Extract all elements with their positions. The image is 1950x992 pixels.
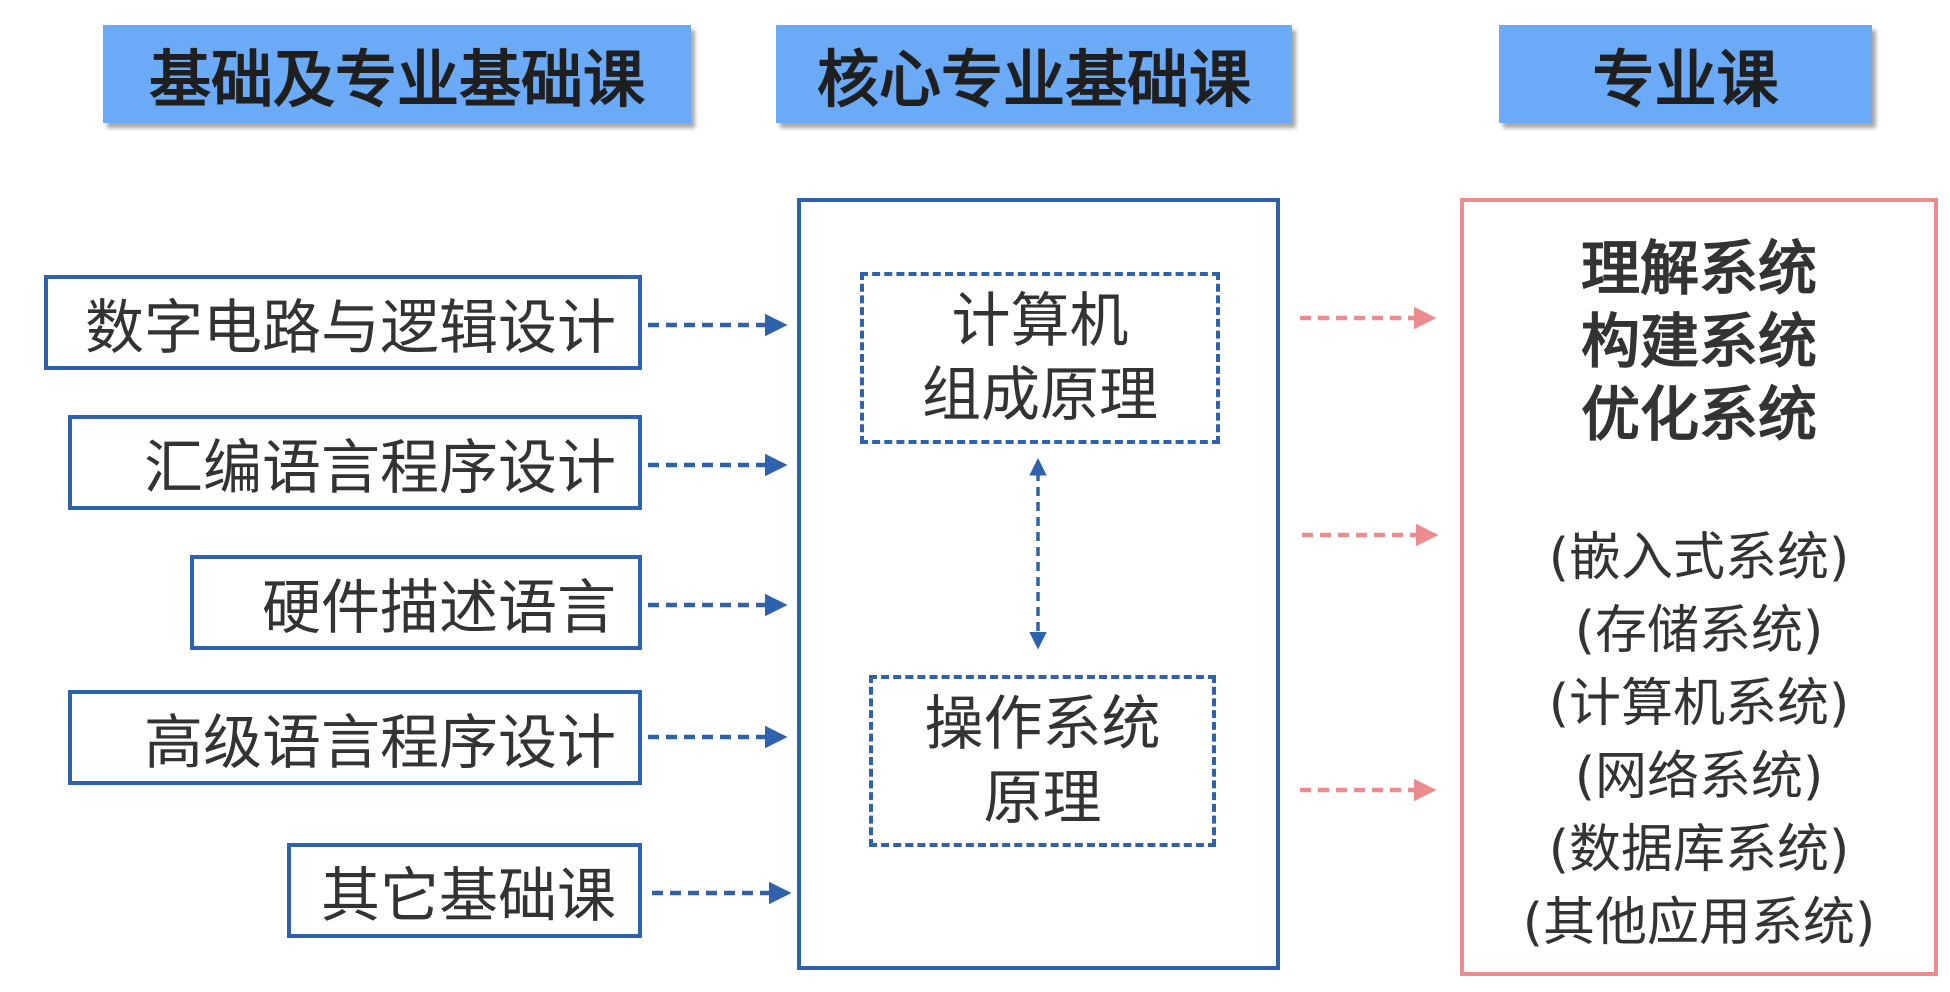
- app-database: (数据库系统): [1548, 820, 1850, 880]
- app-embedded: (嵌入式系统): [1548, 528, 1850, 588]
- course-other-basics: 其它基础课: [287, 843, 642, 938]
- app-storage: (存储系统): [1574, 601, 1824, 661]
- operating-system-line1: 操作系统: [924, 689, 1161, 758]
- operating-system-line2: 原理: [983, 763, 1102, 832]
- header-core: 核心专业基础课: [776, 25, 1292, 123]
- core-computer-organization: 计算机 组成原理: [860, 272, 1220, 444]
- computer-organization-line1: 计算机: [951, 286, 1129, 355]
- app-other: (其他应用系统): [1522, 893, 1876, 953]
- app-computer: (计算机系统): [1548, 674, 1850, 734]
- specialty-goals: 理解系统 构建系统 优化系统: [1464, 232, 1934, 451]
- specialty-applications: (嵌入式系统) (存储系统) (计算机系统) (网络系统) (数据库系统) (其…: [1464, 522, 1934, 960]
- computer-organization-line2: 组成原理: [921, 360, 1158, 429]
- course-assembly-programming: 汇编语言程序设计: [68, 415, 642, 510]
- goal-optimize: 优化系统: [1580, 380, 1817, 449]
- goal-understand: 理解系统: [1580, 234, 1817, 303]
- goal-build: 构建系统: [1580, 307, 1817, 376]
- app-network: (网络系统): [1574, 747, 1824, 807]
- specialty-panel: 理解系统 构建系统 优化系统 (嵌入式系统) (存储系统) (计算机系统) (网…: [1460, 198, 1938, 976]
- course-high-level-programming: 高级语言程序设计: [68, 690, 642, 785]
- header-foundation: 基础及专业基础课: [103, 25, 691, 123]
- course-digital-logic: 数字电路与逻辑设计: [44, 275, 642, 370]
- course-hdl: 硬件描述语言: [190, 555, 642, 650]
- core-operating-system: 操作系统 原理: [869, 675, 1216, 847]
- header-specialty: 专业课: [1499, 25, 1872, 123]
